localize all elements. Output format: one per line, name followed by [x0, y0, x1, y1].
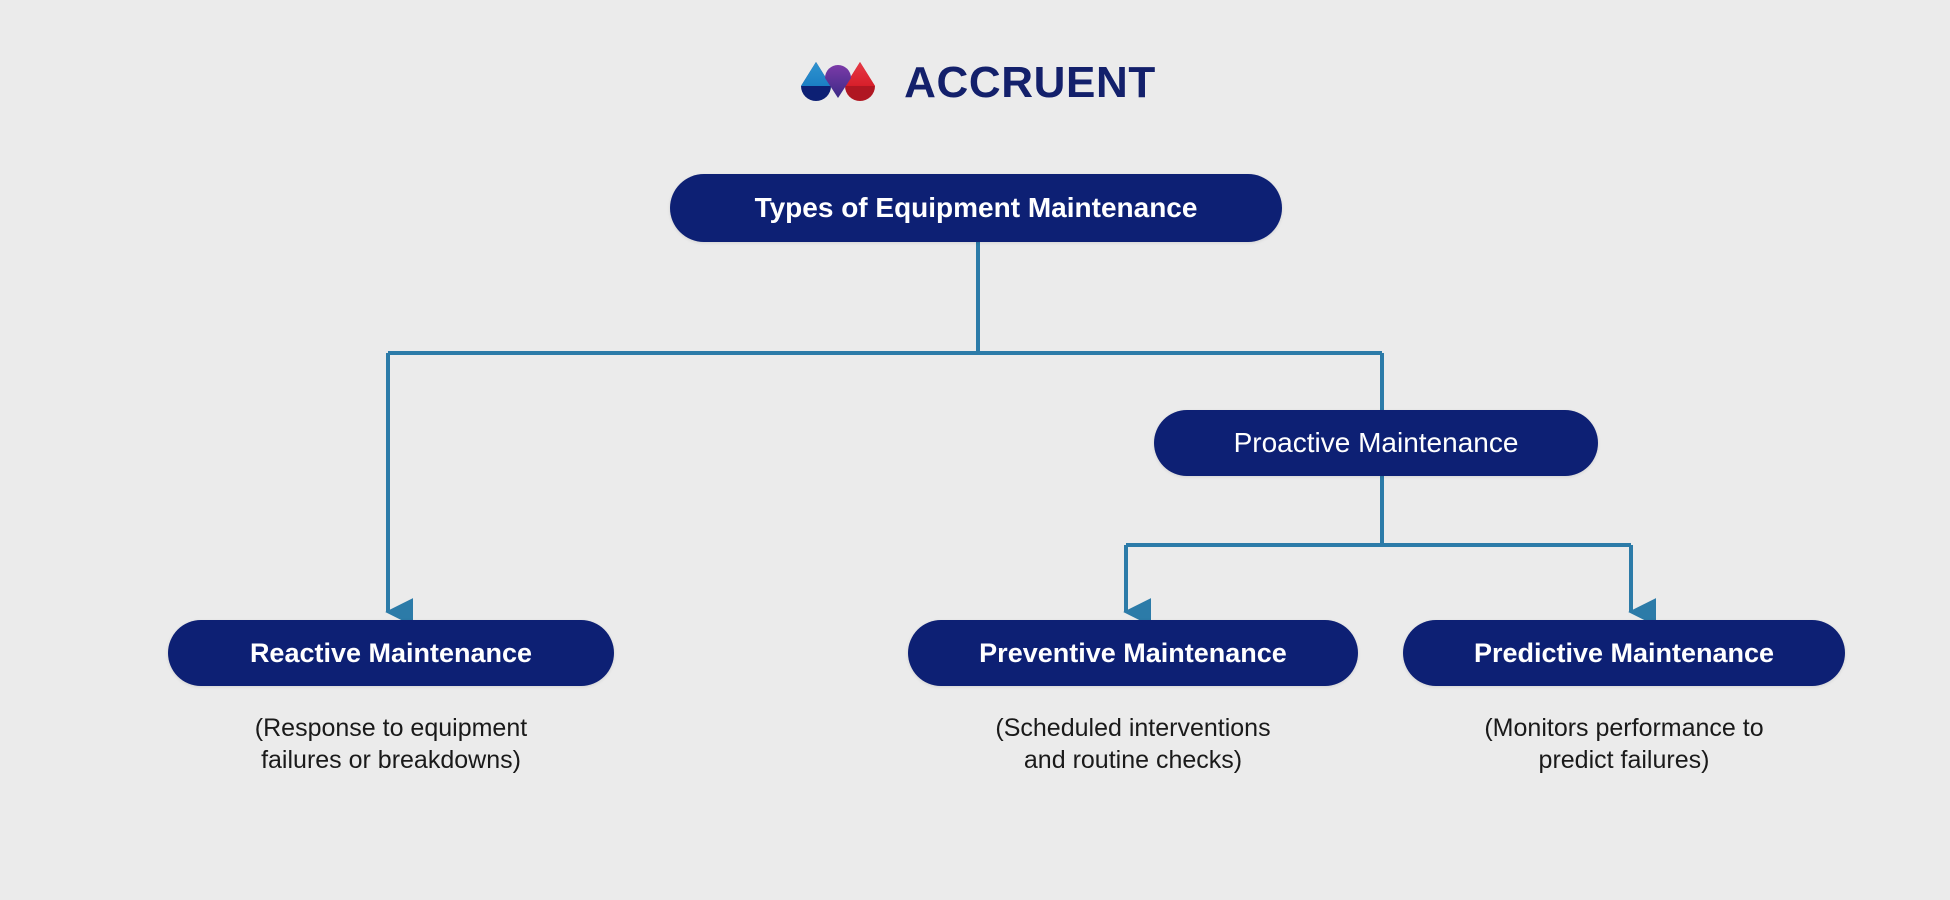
caption-reactive-maintenance: (Response to equipment failures or break… [254, 714, 528, 774]
caption-predictive-maintenance: (Monitors performance to predict failure… [1484, 714, 1764, 774]
brand-wordmark: ACCRUENT [904, 58, 1156, 107]
caption-preventive-maintenance: (Scheduled interventions and routine che… [995, 714, 1271, 774]
node-reactive-maintenance[interactable]: Reactive Maintenance [168, 620, 614, 686]
node-predictive-maintenance[interactable]: Predictive Maintenance [1403, 620, 1845, 686]
brand-logo: ACCRUENT [0, 48, 1950, 118]
node-preventive-maintenance[interactable]: Preventive Maintenance [908, 620, 1358, 686]
node-root-types-of-equipment-maintenance[interactable]: Types of Equipment Maintenance [670, 174, 1282, 242]
accruent-logo-mark-icon [801, 62, 876, 101]
node-proactive-maintenance[interactable]: Proactive Maintenance [1154, 410, 1598, 476]
